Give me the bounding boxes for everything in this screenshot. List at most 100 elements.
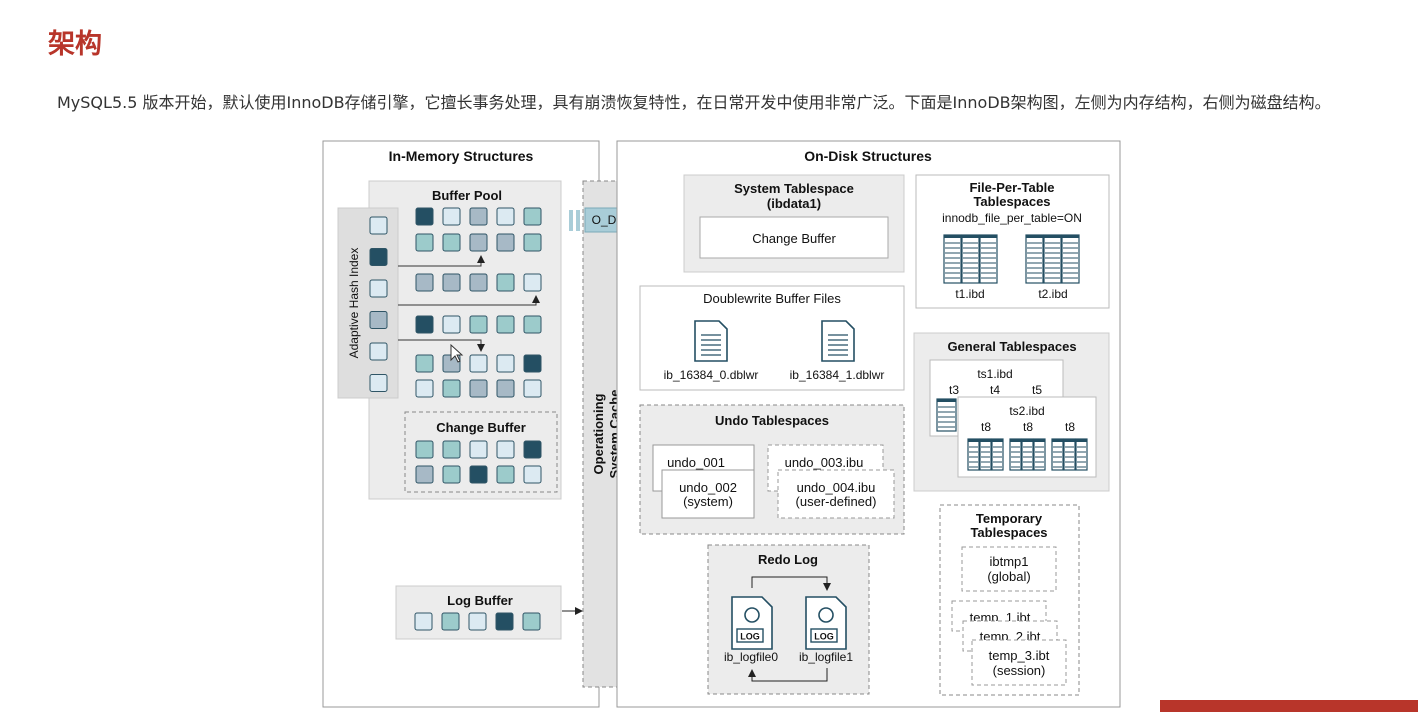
table-header <box>944 235 961 238</box>
page-cell <box>496 379 515 398</box>
gear-icon <box>744 607 760 623</box>
log-buffer-label: Log Buffer <box>447 593 513 608</box>
page-cell <box>496 465 515 484</box>
file-per-table-icons <box>943 234 1080 284</box>
memory-change-buffer-panel <box>404 411 558 493</box>
document-icon <box>694 320 728 362</box>
log-tag-label: LOG <box>740 632 760 642</box>
page-cell <box>415 465 434 484</box>
page-cell <box>369 248 388 266</box>
page-cell <box>441 612 460 631</box>
undo-002-sub: (system) <box>683 494 733 509</box>
document-icon <box>821 320 855 362</box>
doublewrite-label: Doublewrite Buffer Files <box>703 291 841 306</box>
log-tag <box>736 628 764 643</box>
table-header <box>962 235 979 238</box>
general-tablespaces-label: General Tablespaces <box>947 339 1076 354</box>
table-column <box>979 234 998 284</box>
page-cell <box>469 440 488 459</box>
page-cell <box>415 379 434 398</box>
page-cell <box>369 279 388 298</box>
redo-logfile-1: ib_logfile1 <box>799 650 853 664</box>
dblwr-file-1: ib_16384_1.dblwr <box>790 368 885 382</box>
page-cell <box>523 440 542 459</box>
undo-tablespaces-label: Undo Tablespaces <box>715 413 829 428</box>
page-cell <box>523 465 542 484</box>
ts2-table-icons <box>967 438 1088 471</box>
ts2-label: ts2.ibd <box>1009 404 1044 418</box>
buffer-pool-pages <box>415 207 542 398</box>
page-cell <box>442 207 461 226</box>
undo-004-label: undo_004.ibu <box>797 480 876 495</box>
table-header <box>968 439 979 442</box>
decorative-ribbon <box>1160 700 1418 712</box>
table-column <box>943 234 962 284</box>
redo-bottom-arrow <box>748 668 828 682</box>
page-cell <box>469 315 488 334</box>
cursor-icon <box>450 343 464 363</box>
table-column <box>1009 438 1022 471</box>
file-per-table-label-1: File-Per-Table <box>969 180 1054 195</box>
table-column <box>1025 234 1044 284</box>
table-header <box>1044 235 1061 238</box>
redo-logfile-0: ib_logfile0 <box>724 650 778 664</box>
page-cell <box>415 354 434 373</box>
ts1-table-icons <box>936 398 957 432</box>
table-header <box>1022 439 1033 442</box>
file-per-table-label-2: Tablespaces <box>973 194 1050 209</box>
page-cell <box>442 379 461 398</box>
table-column <box>1021 438 1034 471</box>
table-column <box>1063 438 1076 471</box>
table-header <box>1010 439 1021 442</box>
page-cell <box>442 440 461 459</box>
file-per-table-setting: innodb_file_per_table=ON <box>942 211 1082 225</box>
log-tag <box>810 628 838 643</box>
undo-002-box <box>661 469 755 519</box>
page-cell <box>496 354 515 373</box>
page-cell <box>469 233 488 252</box>
table-header <box>1034 439 1045 442</box>
system-tablespace-label: System Tablespace <box>734 181 854 196</box>
page-cell <box>468 612 487 631</box>
ahi-cells <box>369 216 388 392</box>
table-header <box>1062 235 1079 238</box>
temp-3-sub: (session) <box>993 663 1046 678</box>
t5-label: t5 <box>1032 383 1042 397</box>
page-cell <box>469 207 488 226</box>
page-cell <box>495 612 514 631</box>
doublewrite-panel <box>639 285 905 391</box>
page-cell <box>415 233 434 252</box>
t3-label: t3 <box>949 383 959 397</box>
undo-002-label: undo_002 <box>679 480 737 495</box>
table-header <box>980 439 991 442</box>
table-column <box>1075 438 1088 471</box>
page-cell <box>523 273 542 292</box>
page-cell <box>522 612 541 631</box>
on-disk-heading: On-Disk Structures <box>804 148 932 164</box>
temp-3-label: temp_3.ibt <box>989 648 1050 663</box>
page-cell <box>496 315 515 334</box>
t4-label: t4 <box>990 383 1000 397</box>
table-header <box>1064 439 1075 442</box>
undo-004-box <box>777 469 895 519</box>
table-column <box>967 438 980 471</box>
page-cell <box>523 207 542 226</box>
undo-001-label: undo_001 <box>667 455 725 470</box>
table-column <box>961 234 980 284</box>
ibtmp1-label: ibtmp1 <box>989 554 1028 569</box>
ibtmp1-box <box>961 546 1057 592</box>
page-cell <box>523 233 542 252</box>
table-column <box>991 438 1004 471</box>
undo-003-label: undo_003.ibu <box>785 455 864 470</box>
page-cell <box>496 233 515 252</box>
page-cell <box>415 207 434 226</box>
system-tablespace-file: (ibdata1) <box>767 196 821 211</box>
table-column <box>936 398 957 432</box>
table-header <box>1052 439 1063 442</box>
dblwr-file-0: ib_16384_0.dblwr <box>664 368 759 382</box>
doublewrite-file-icons <box>694 320 855 362</box>
table-column <box>1061 234 1080 284</box>
page-cell <box>496 273 515 292</box>
page-title: 架构 <box>48 29 102 60</box>
